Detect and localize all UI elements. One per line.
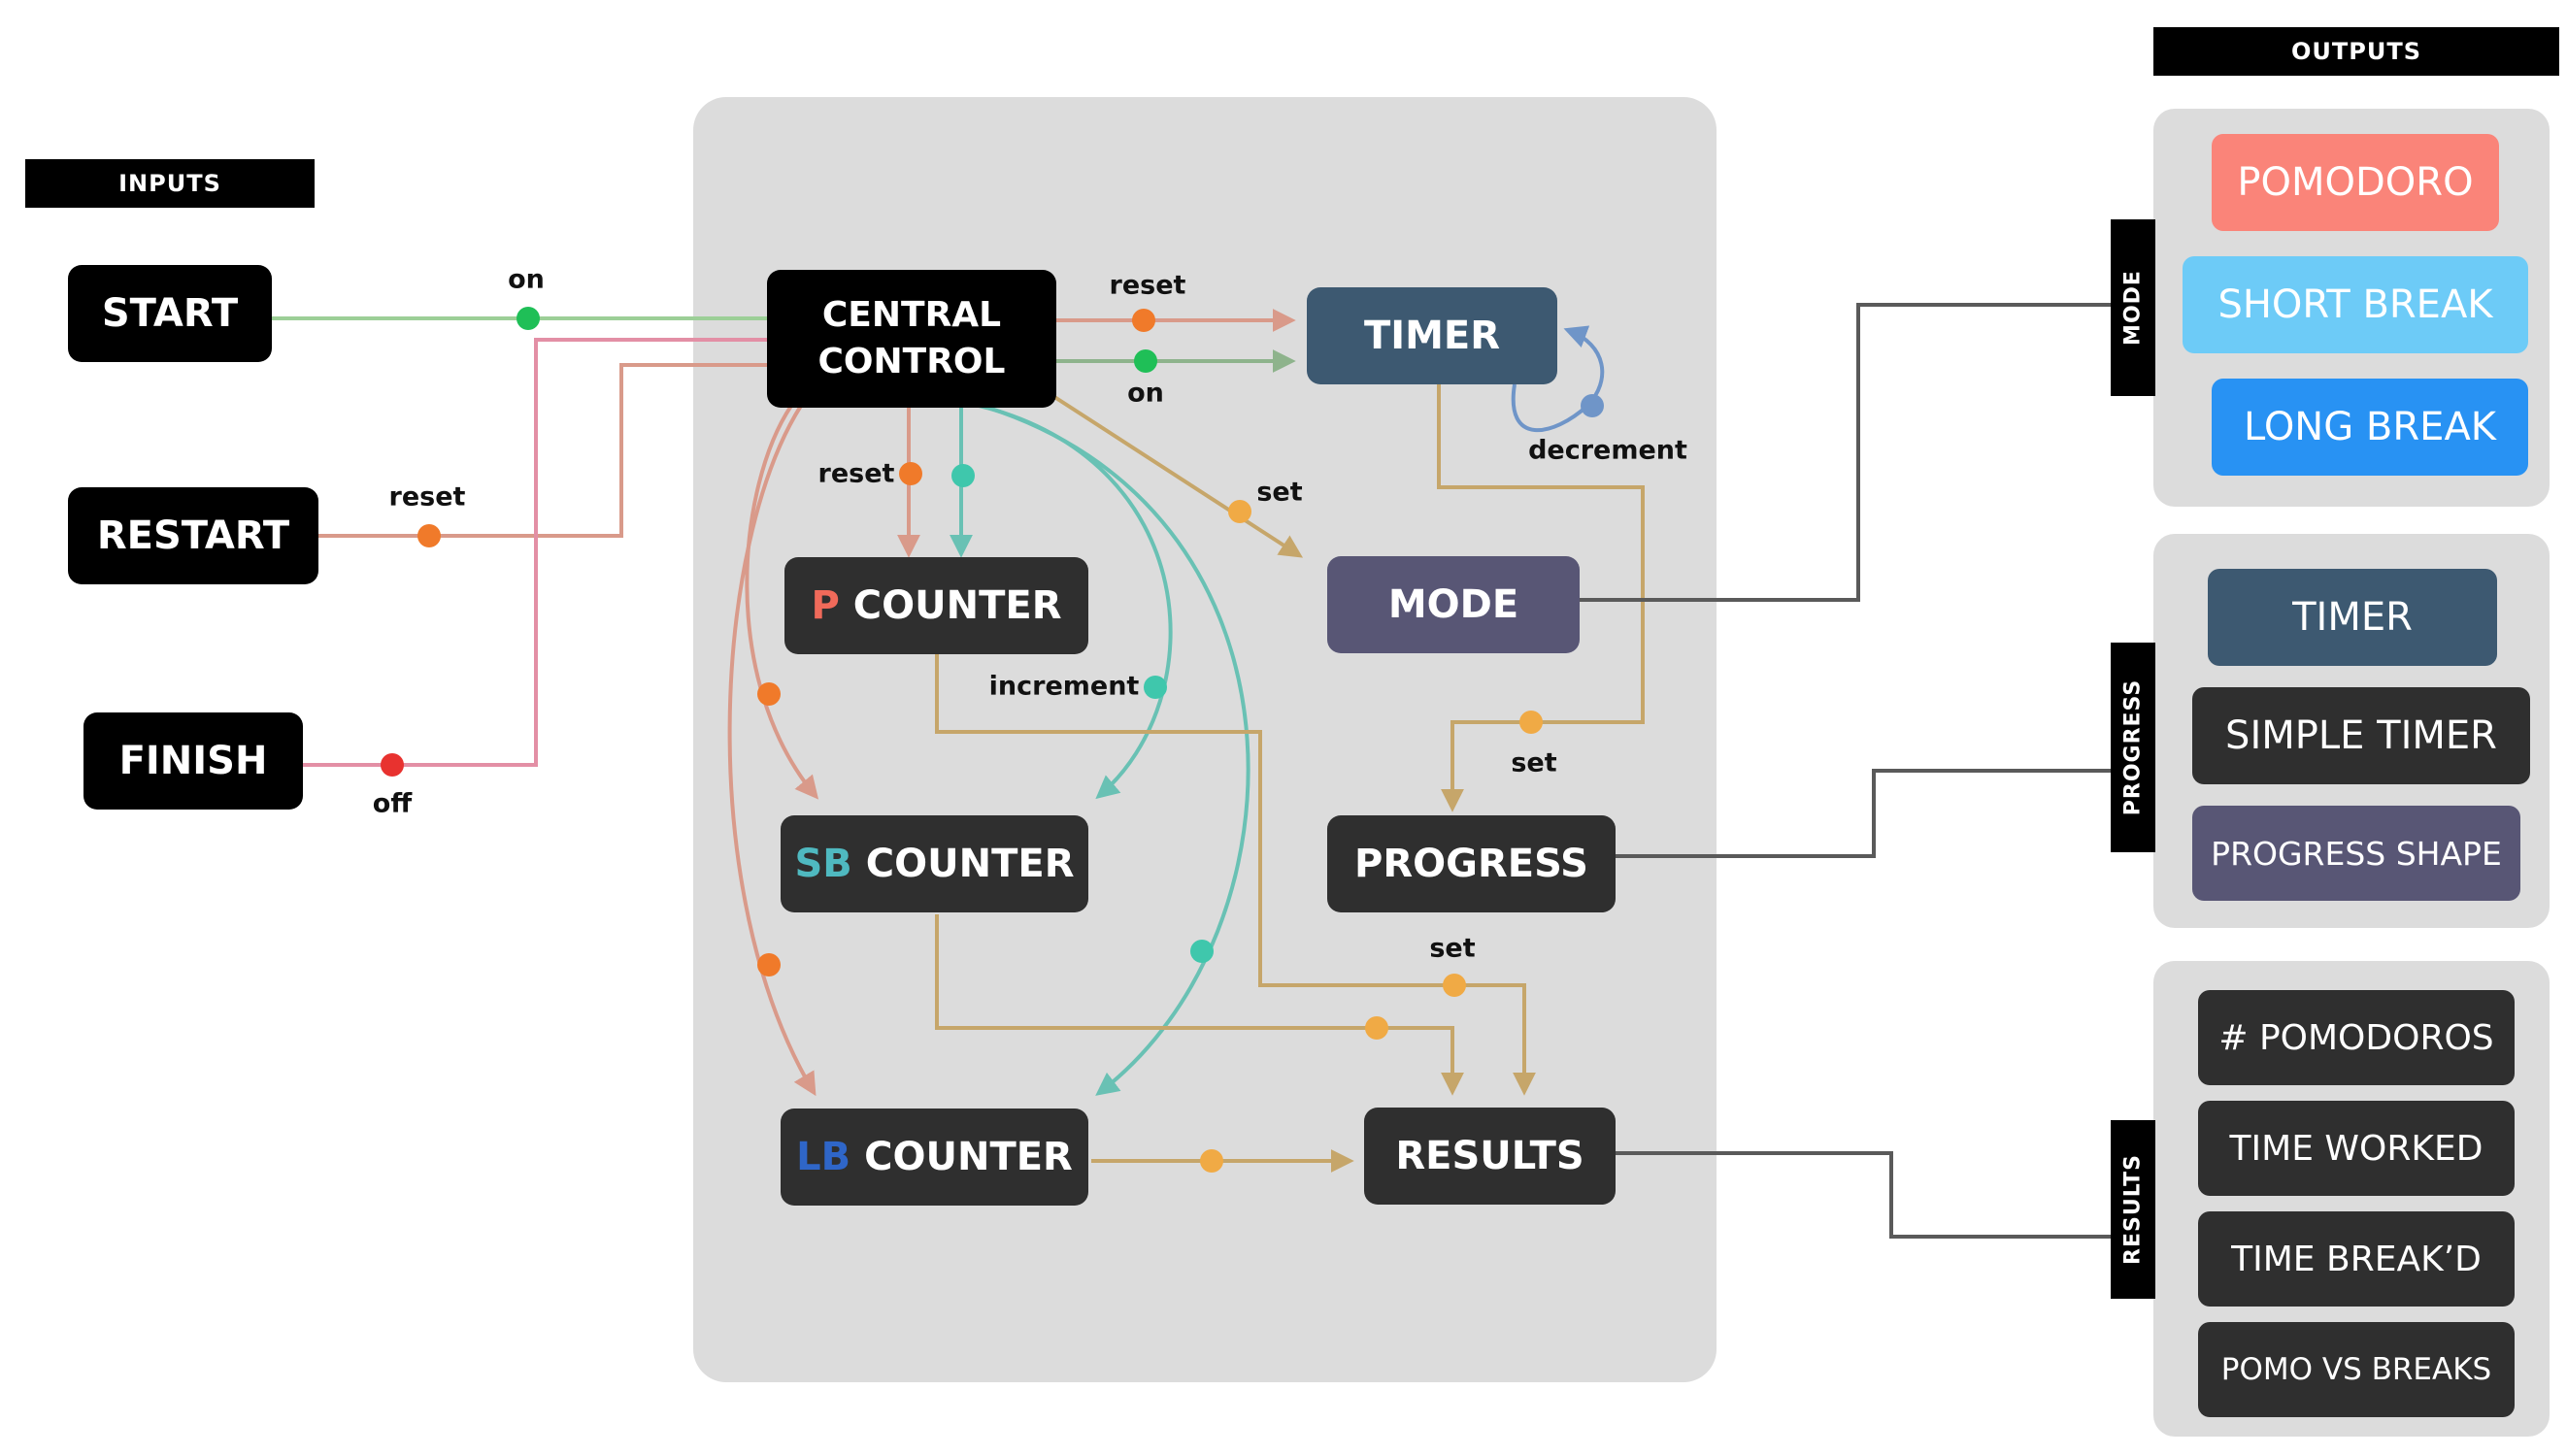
output-time-breakd: TIME BREAK’D: [2198, 1211, 2515, 1307]
restart-node: RESTART: [68, 487, 318, 584]
sb-results-dot: [1365, 1016, 1388, 1040]
mode-tab: MODE: [2111, 219, 2155, 396]
decrement-dot: [1581, 394, 1604, 417]
finish-node: FINISH: [83, 712, 303, 810]
timer-node: TIMER: [1307, 287, 1557, 384]
lb-reset-wire: [727, 404, 817, 1097]
finish-wire: [303, 338, 767, 767]
p-counter-label: COUNTER: [852, 583, 1062, 628]
start-on-label: on: [508, 264, 545, 295]
restart-reset-dot: [417, 524, 441, 547]
results-set-dot: [1443, 974, 1466, 997]
output-time-worked: TIME WORKED: [2198, 1101, 2515, 1196]
central-control-line1: CENTRAL: [821, 295, 1002, 335]
results-set-label: set: [1429, 933, 1476, 964]
lb-reset-dot: [757, 953, 781, 976]
start-on-dot: [517, 307, 540, 330]
p-on-dot: [951, 464, 975, 487]
lb-counter-prefix: LB: [796, 1135, 851, 1179]
finish-off-label: off: [372, 788, 413, 819]
increment-dot: [1144, 676, 1167, 699]
finish-off-dot: [381, 753, 404, 777]
sb-reset-dot: [757, 682, 781, 706]
output-progress-shape: PROGRESS SHAPE: [2192, 806, 2520, 901]
lb-counter-label: COUNTER: [864, 1135, 1073, 1179]
results-tab-label: RESULTS: [2120, 1154, 2146, 1265]
mode-set-label: set: [1256, 477, 1303, 508]
inputs-header: INPUTS: [25, 159, 315, 208]
output-pomodoros-count: # POMODOROS: [2198, 990, 2515, 1085]
output-timer: TIMER: [2208, 569, 2497, 666]
timer-decrement-label: decrement: [1528, 435, 1687, 466]
output-pomodoro: POMODORO: [2212, 134, 2499, 231]
results-node: RESULTS: [1364, 1108, 1616, 1205]
lb-counter-node: LB COUNTER: [781, 1109, 1088, 1206]
counter-reset-label: reset: [817, 458, 895, 489]
sb-counter-label: COUNTER: [865, 842, 1075, 886]
progress-set-label: set: [1511, 747, 1557, 778]
p-reset-dot: [899, 462, 922, 485]
progress-tab: PROGRESS: [2111, 643, 2155, 852]
restart-reset-label: reset: [388, 481, 466, 513]
timer-reset-dot: [1132, 309, 1155, 332]
p-counter-prefix: P: [811, 583, 840, 628]
lb-results-dot: [1200, 1149, 1223, 1173]
output-short-break: SHORT BREAK: [2183, 256, 2528, 353]
outputs-header: OUTPUTS: [2153, 27, 2559, 76]
mode-set-wire: [1047, 391, 1304, 558]
progress-node: PROGRESS: [1327, 815, 1616, 912]
output-pomo-vs-breaks: POMO VS BREAKS: [2198, 1322, 2515, 1417]
increment-label: increment: [988, 671, 1140, 702]
mode-set-dot: [1228, 500, 1251, 523]
central-control-node: CENTRAL CONTROL: [767, 270, 1056, 408]
results-output-wire: [1616, 1151, 2113, 1239]
output-simple-timer: SIMPLE TIMER: [2192, 687, 2530, 784]
timer-reset-label: reset: [1109, 270, 1186, 301]
sb-results-wire: [935, 914, 1464, 1096]
central-control-line2: CONTROL: [817, 342, 1006, 381]
timer-on-dot: [1134, 349, 1157, 373]
progress-set-dot: [1519, 711, 1543, 734]
results-tab: RESULTS: [2111, 1120, 2155, 1299]
progress-tab-label: PROGRESS: [2120, 678, 2146, 816]
mode-output-wire: [1580, 303, 2113, 602]
sb-counter-prefix: SB: [794, 842, 852, 886]
output-long-break: LONG BREAK: [2212, 379, 2528, 476]
restart-wire: [317, 363, 767, 538]
mode-tab-label: MODE: [2120, 270, 2146, 346]
lb-increment-wire: [975, 402, 1250, 1096]
p-results-wire: [935, 646, 1536, 1096]
start-node: START: [68, 265, 272, 362]
lb-increment-dot: [1190, 940, 1214, 963]
sb-counter-node: SB COUNTER: [781, 815, 1088, 912]
sb-reset-wire: [745, 404, 819, 800]
progress-set-wire: [1437, 384, 1645, 812]
p-counter-node: P COUNTER: [784, 557, 1088, 654]
timer-on-label: on: [1127, 378, 1164, 409]
progress-output-wire: [1616, 769, 2113, 858]
mode-node: MODE: [1327, 556, 1580, 653]
